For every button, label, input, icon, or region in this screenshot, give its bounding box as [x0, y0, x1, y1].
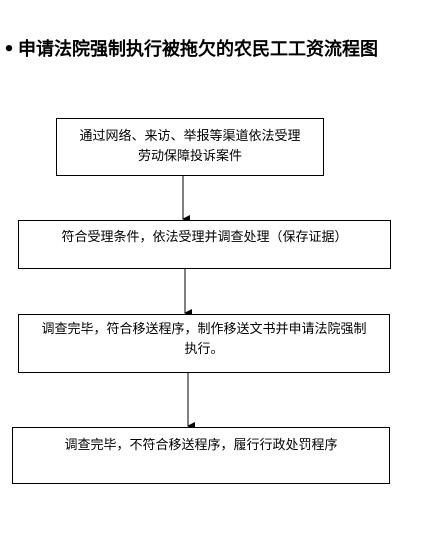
- step-box-transfer-to-court: 调查完毕，符合移送程序，制作移送文书并申请法院强制 执行。: [18, 314, 390, 373]
- step-3-line-2: 执行。: [184, 342, 224, 357]
- step-box-administrative-penalty: 调查完毕，不符合移送程序，履行行政处罚程序: [12, 427, 390, 484]
- page-title: •申请法院强制执行被拖欠的农民工工资流程图: [0, 38, 432, 62]
- step-3-line-1: 调查完毕，符合移送程序，制作移送文书并申请法院强制: [41, 322, 367, 337]
- step-1-line-2: 劳动保障投诉案件: [137, 149, 242, 164]
- title-text: 申请法院强制执行被拖欠的农民工工资流程图: [18, 39, 378, 60]
- bullet-icon: •: [3, 39, 15, 60]
- step-box-investigate: 符合受理条件，依法受理并调查处理（保存证据）: [18, 220, 391, 269]
- step-2-line-1: 符合受理条件，依法受理并调查处理（保存证据）: [61, 230, 348, 245]
- step-4-line-1: 调查完毕，不符合移送程序，履行行政处罚程序: [64, 438, 338, 453]
- step-box-receive-complaint: 通过网络、来访、举报等渠道依法受理 劳动保障投诉案件: [56, 118, 324, 176]
- step-1-line-1: 通过网络、来访、举报等渠道依法受理: [79, 129, 301, 144]
